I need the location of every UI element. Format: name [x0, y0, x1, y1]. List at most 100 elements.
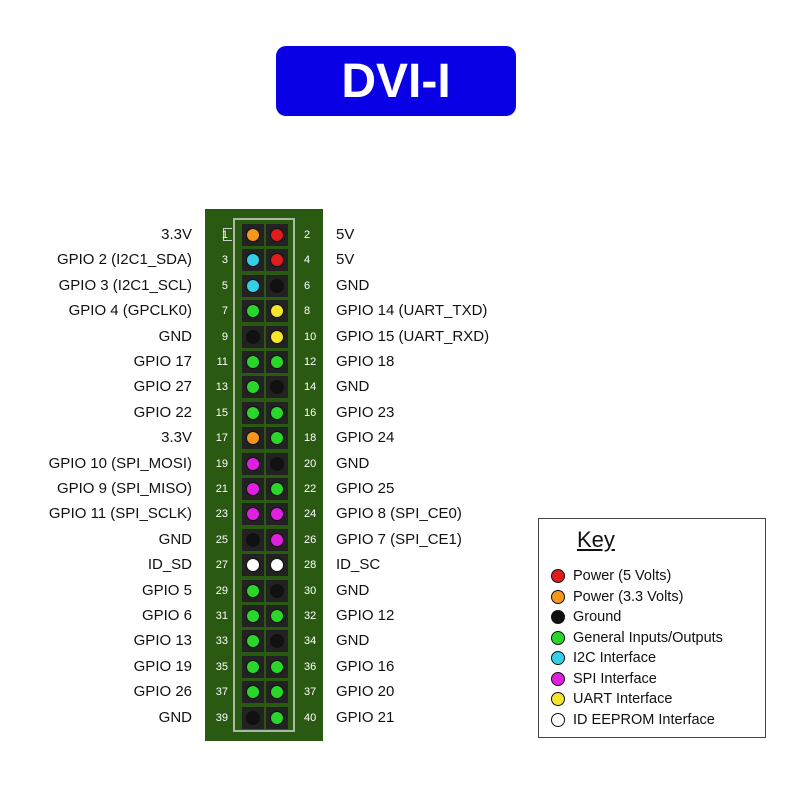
pin-label: GPIO 27 — [133, 378, 192, 396]
key-item: I2C Interface — [551, 649, 656, 667]
pin-number: 39 — [215, 711, 228, 724]
pin-dot — [246, 558, 260, 573]
pin-dot — [270, 634, 284, 649]
pin-dot — [270, 583, 284, 598]
pin-dot — [270, 329, 284, 344]
key-title: Key — [577, 527, 615, 552]
key-label: General Inputs/Outputs — [573, 629, 723, 646]
pin-dot — [246, 659, 260, 674]
pin-label: GPIO 13 — [133, 632, 192, 650]
pin-number: 17 — [215, 432, 228, 445]
pin-dot — [246, 228, 260, 242]
key-label: Ground — [573, 609, 622, 625]
key-label: I2C Interface — [573, 650, 657, 666]
pin-dot — [246, 609, 260, 623]
diagram-title: DVI-I — [341, 54, 451, 108]
pin-number: 4 — [304, 254, 311, 267]
pin-dot — [246, 507, 260, 522]
pin-dot — [270, 405, 284, 420]
pin-label: GPIO 3 (I2C1_SCL) — [58, 276, 192, 294]
pin-label: GND — [158, 327, 192, 345]
pin-dot — [270, 609, 284, 623]
pin-dot — [246, 532, 260, 547]
pin-number: 1 — [221, 229, 228, 241]
key-label: Power (5 Volts) — [573, 568, 672, 584]
pin-dot — [270, 355, 284, 369]
pin-label: GPIO 7 (SPI_CE1) — [336, 530, 462, 548]
pin-label: GND — [336, 276, 370, 294]
pin-number: 35 — [215, 660, 228, 673]
key-label: UART Interface — [573, 691, 673, 707]
key-swatch — [551, 651, 565, 665]
key-label: ID EEPROM Interface — [573, 711, 715, 728]
title-badge: DVI-I — [276, 46, 516, 116]
key-swatch — [551, 712, 565, 727]
pin-label: GPIO 15 (UART_RXD) — [336, 327, 490, 345]
pin-number: 9 — [221, 330, 228, 343]
pin-dot — [246, 710, 260, 725]
pin-label: GND — [336, 581, 370, 599]
pin-number: 37 — [215, 686, 228, 699]
header-outline — [233, 218, 295, 732]
pin-label: GPIO 19 — [133, 657, 192, 675]
pin-number: 28 — [304, 559, 317, 572]
pin-dot — [246, 253, 260, 268]
key-swatch — [551, 671, 565, 686]
pin-label: GPIO 9 (SPI_MISO) — [56, 480, 192, 497]
pin-number: 20 — [304, 457, 317, 470]
pin-dot — [270, 685, 284, 700]
pin-label: GPIO 4 (GPCLK0) — [68, 302, 192, 320]
pin-dot — [246, 583, 260, 598]
pin-dot — [246, 329, 260, 344]
pin-1-marker — [223, 228, 232, 241]
pin-dot — [246, 355, 260, 369]
pin-number: 11 — [216, 356, 228, 368]
pin-label: ID_SC — [336, 556, 381, 574]
key-item: General Inputs/Outputs — [551, 629, 723, 647]
key-item: Power (5 Volts) — [551, 567, 671, 585]
pin-dot — [246, 405, 260, 420]
pin-label: GPIO 21 — [336, 708, 395, 726]
pin-number: 36 — [304, 660, 317, 673]
pin-dot — [246, 685, 260, 700]
pin-number: 6 — [304, 279, 311, 292]
pin-number: 25 — [215, 533, 228, 546]
key-swatch — [551, 630, 565, 645]
pin-dot — [246, 431, 260, 446]
pin-dot — [270, 710, 284, 725]
pin-label: GPIO 2 (I2C1_SDA) — [56, 251, 192, 269]
key-item: Power (3.3 Volts) — [551, 588, 683, 606]
pin-number: 40 — [304, 711, 317, 724]
pin-dot — [246, 304, 260, 319]
pin-label: GPIO 24 — [336, 429, 395, 447]
pin-label: 3.3V — [161, 429, 192, 447]
pin-dot — [246, 380, 260, 395]
pin-dot — [270, 304, 284, 319]
pin-number: 8 — [304, 305, 311, 318]
pin-dot — [246, 482, 260, 496]
pin-label: GPIO 8 (SPI_CE0) — [336, 505, 462, 523]
pin-label: GPIO 23 — [336, 403, 395, 421]
pin-label: 5V — [336, 251, 355, 269]
pin-dot — [246, 278, 260, 293]
pin-number: 22 — [304, 483, 317, 495]
pin-dot — [270, 456, 284, 471]
pin-label: GND — [158, 708, 192, 726]
pin-dot — [270, 507, 284, 522]
pin-dot — [270, 659, 284, 674]
pin-label: GPIO 12 — [336, 607, 395, 624]
key-legend: Key Power (5 Volts) Power (3.3 Volts) Grou… — [538, 518, 766, 738]
pin-label: GPIO 25 — [336, 480, 395, 497]
pin-number: 2 — [304, 229, 311, 241]
pin-label: ID_SD — [147, 556, 192, 574]
pin-dot — [270, 482, 284, 496]
header-board — [205, 209, 323, 741]
pin-label: GND — [336, 378, 370, 396]
pin-number: 30 — [304, 584, 317, 597]
key-swatch — [551, 610, 565, 624]
pin-number: 26 — [304, 533, 317, 546]
pin-label: GND — [158, 530, 192, 548]
pin-number: 32 — [304, 610, 317, 622]
pin-number: 24 — [304, 508, 317, 521]
pin-dot — [246, 634, 260, 649]
